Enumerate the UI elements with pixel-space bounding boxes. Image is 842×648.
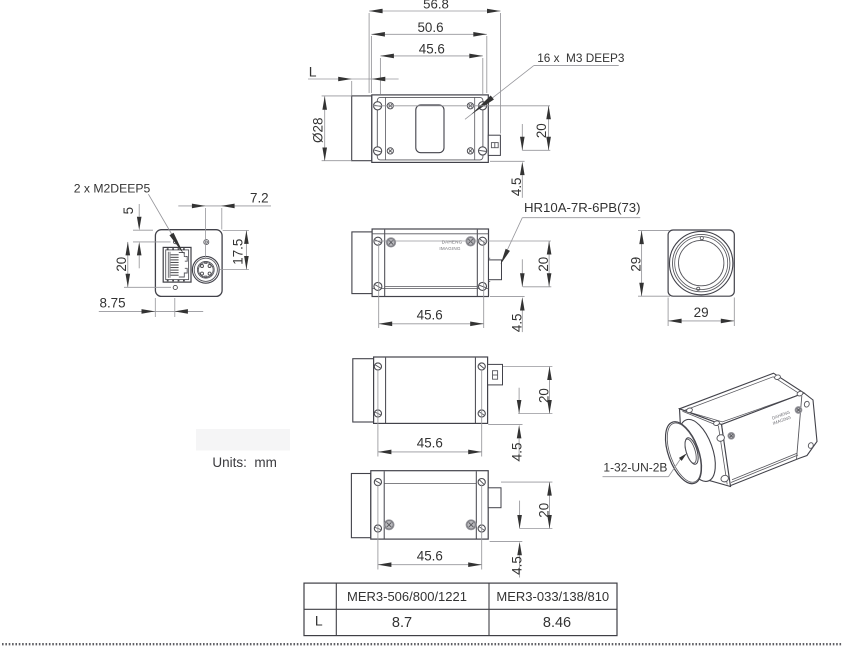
svg-text:16 x M3 DEEP3: 16 x M3 DEEP3 — [537, 51, 625, 65]
svg-text:20: 20 — [114, 257, 129, 272]
svg-text:MER3-506/800/1221: MER3-506/800/1221 — [347, 589, 467, 604]
svg-text:8.7: 8.7 — [392, 615, 412, 631]
svg-text:Units: mm: Units: mm — [212, 455, 277, 470]
svg-text:HR10A-7R-6PB(73): HR10A-7R-6PB(73) — [524, 200, 641, 215]
svg-text:45.6: 45.6 — [417, 436, 443, 451]
svg-text:1-32-UN-2B: 1-32-UN-2B — [603, 460, 667, 474]
svg-text:IMAGING: IMAGING — [772, 415, 792, 426]
svg-text:45.6: 45.6 — [417, 308, 443, 323]
svg-text:29: 29 — [694, 305, 709, 320]
svg-text:50.6: 50.6 — [417, 20, 443, 35]
svg-text:DAHENG: DAHENG — [771, 409, 791, 420]
svg-text:L: L — [315, 612, 323, 628]
svg-text:IMAGING: IMAGING — [439, 246, 461, 251]
svg-text:4.5: 4.5 — [509, 556, 524, 575]
svg-text:7.2: 7.2 — [250, 190, 269, 205]
svg-text:20: 20 — [536, 388, 551, 403]
svg-text:DAHENG: DAHENG — [442, 239, 463, 244]
svg-text:45.6: 45.6 — [419, 41, 445, 56]
svg-text:29: 29 — [628, 257, 643, 272]
svg-text:20: 20 — [536, 257, 551, 272]
svg-text:56.8: 56.8 — [423, 0, 449, 12]
svg-text:4.5: 4.5 — [509, 443, 524, 462]
svg-text:MER3-033/138/810: MER3-033/138/810 — [496, 589, 609, 604]
svg-text:4.5: 4.5 — [509, 313, 524, 332]
svg-text:8.46: 8.46 — [543, 615, 571, 631]
svg-text:2 x M2DEEP5: 2 x M2DEEP5 — [74, 181, 151, 195]
svg-text:45.6: 45.6 — [417, 549, 443, 564]
svg-text:L: L — [309, 64, 317, 80]
svg-text:8.75: 8.75 — [100, 295, 126, 310]
svg-text:17.5: 17.5 — [230, 239, 245, 265]
svg-text:4.5: 4.5 — [509, 177, 524, 196]
svg-text:20: 20 — [536, 503, 551, 518]
svg-text:20: 20 — [534, 123, 549, 138]
svg-text:Ø28: Ø28 — [311, 117, 326, 143]
svg-text:5: 5 — [121, 207, 136, 214]
